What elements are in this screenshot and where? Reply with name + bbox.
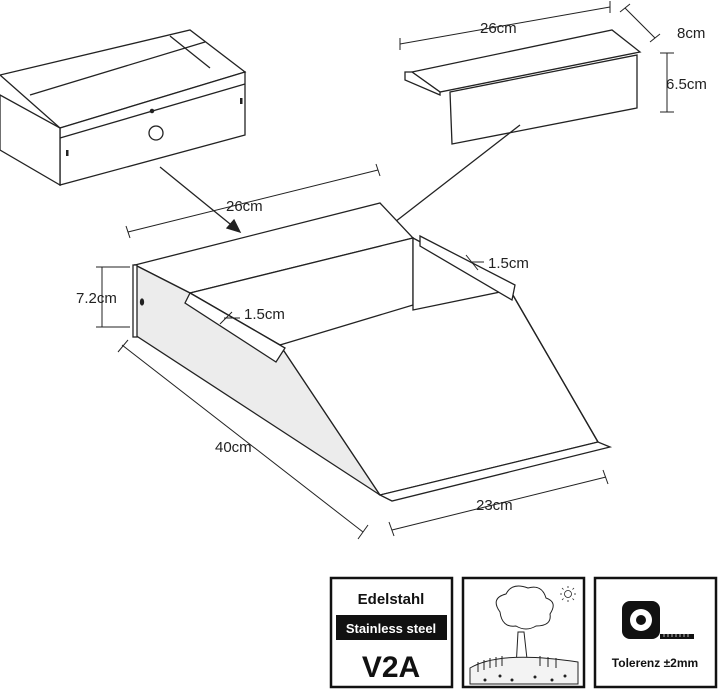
tolerance-badge: Tolerenz ±2mm <box>593 576 718 689</box>
dim-line-cover-depth <box>624 7 656 39</box>
arrow-cover-to-spout <box>381 124 521 233</box>
label-spout-width-front: 23cm <box>476 497 513 514</box>
label-cover-depth: 8cm <box>677 25 705 42</box>
dim-line-cover-width <box>399 6 611 45</box>
spout-lip-left <box>184 292 286 363</box>
material-title: Edelstahl <box>358 591 425 608</box>
spout-mount-plate <box>132 264 138 338</box>
label-spout-length: 40cm <box>215 439 252 456</box>
waterfall-spout <box>132 202 613 502</box>
mount-box-inner-edge <box>29 41 206 96</box>
cover-lip <box>404 71 441 96</box>
spout-lip-right <box>419 234 516 302</box>
sun-icon <box>560 586 576 602</box>
tolerance-label: Tolerenz ±2mm <box>612 656 698 670</box>
spout-dimension-lines <box>96 163 609 540</box>
mount-box-slot-right <box>240 98 243 104</box>
outdoor-badge <box>461 576 586 689</box>
dim-line-spout-front <box>391 476 607 531</box>
dim-line-spout-width <box>127 169 379 233</box>
wall-mount-box <box>0 29 247 187</box>
label-spout-height: 7.2cm <box>76 290 117 307</box>
material-subtitle: Stainless steel <box>346 621 436 636</box>
mount-box-inner-edge-2 <box>169 35 211 69</box>
label-cover-height: 6.5cm <box>666 76 707 93</box>
cover-piece <box>404 29 642 145</box>
material-grade: V2A <box>362 651 420 684</box>
mount-box-screw <box>149 108 155 114</box>
label-spout-width-top: 26cm <box>226 198 263 215</box>
tape-measure-icon <box>622 601 694 639</box>
cover-front <box>449 54 638 145</box>
spout-mount-hole <box>139 298 145 306</box>
label-lip-left: 1.5cm <box>244 306 285 323</box>
material-subtitle-bar <box>336 615 447 640</box>
arrow-mount-to-spout <box>159 166 236 229</box>
label-lip-right: 1.5cm <box>488 255 529 272</box>
mount-box-side <box>0 94 61 187</box>
dim-line-spout-length <box>121 344 364 533</box>
label-cover-width: 26cm <box>480 20 517 37</box>
cover-dimension-lines <box>399 1 674 113</box>
mount-box-hole <box>148 125 164 141</box>
mount-box-slot-left <box>66 150 69 156</box>
tree-garden-icon <box>469 585 579 685</box>
spout-front-lip <box>378 441 613 502</box>
material-badge: Edelstahl Stainless steel V2A <box>329 576 454 689</box>
